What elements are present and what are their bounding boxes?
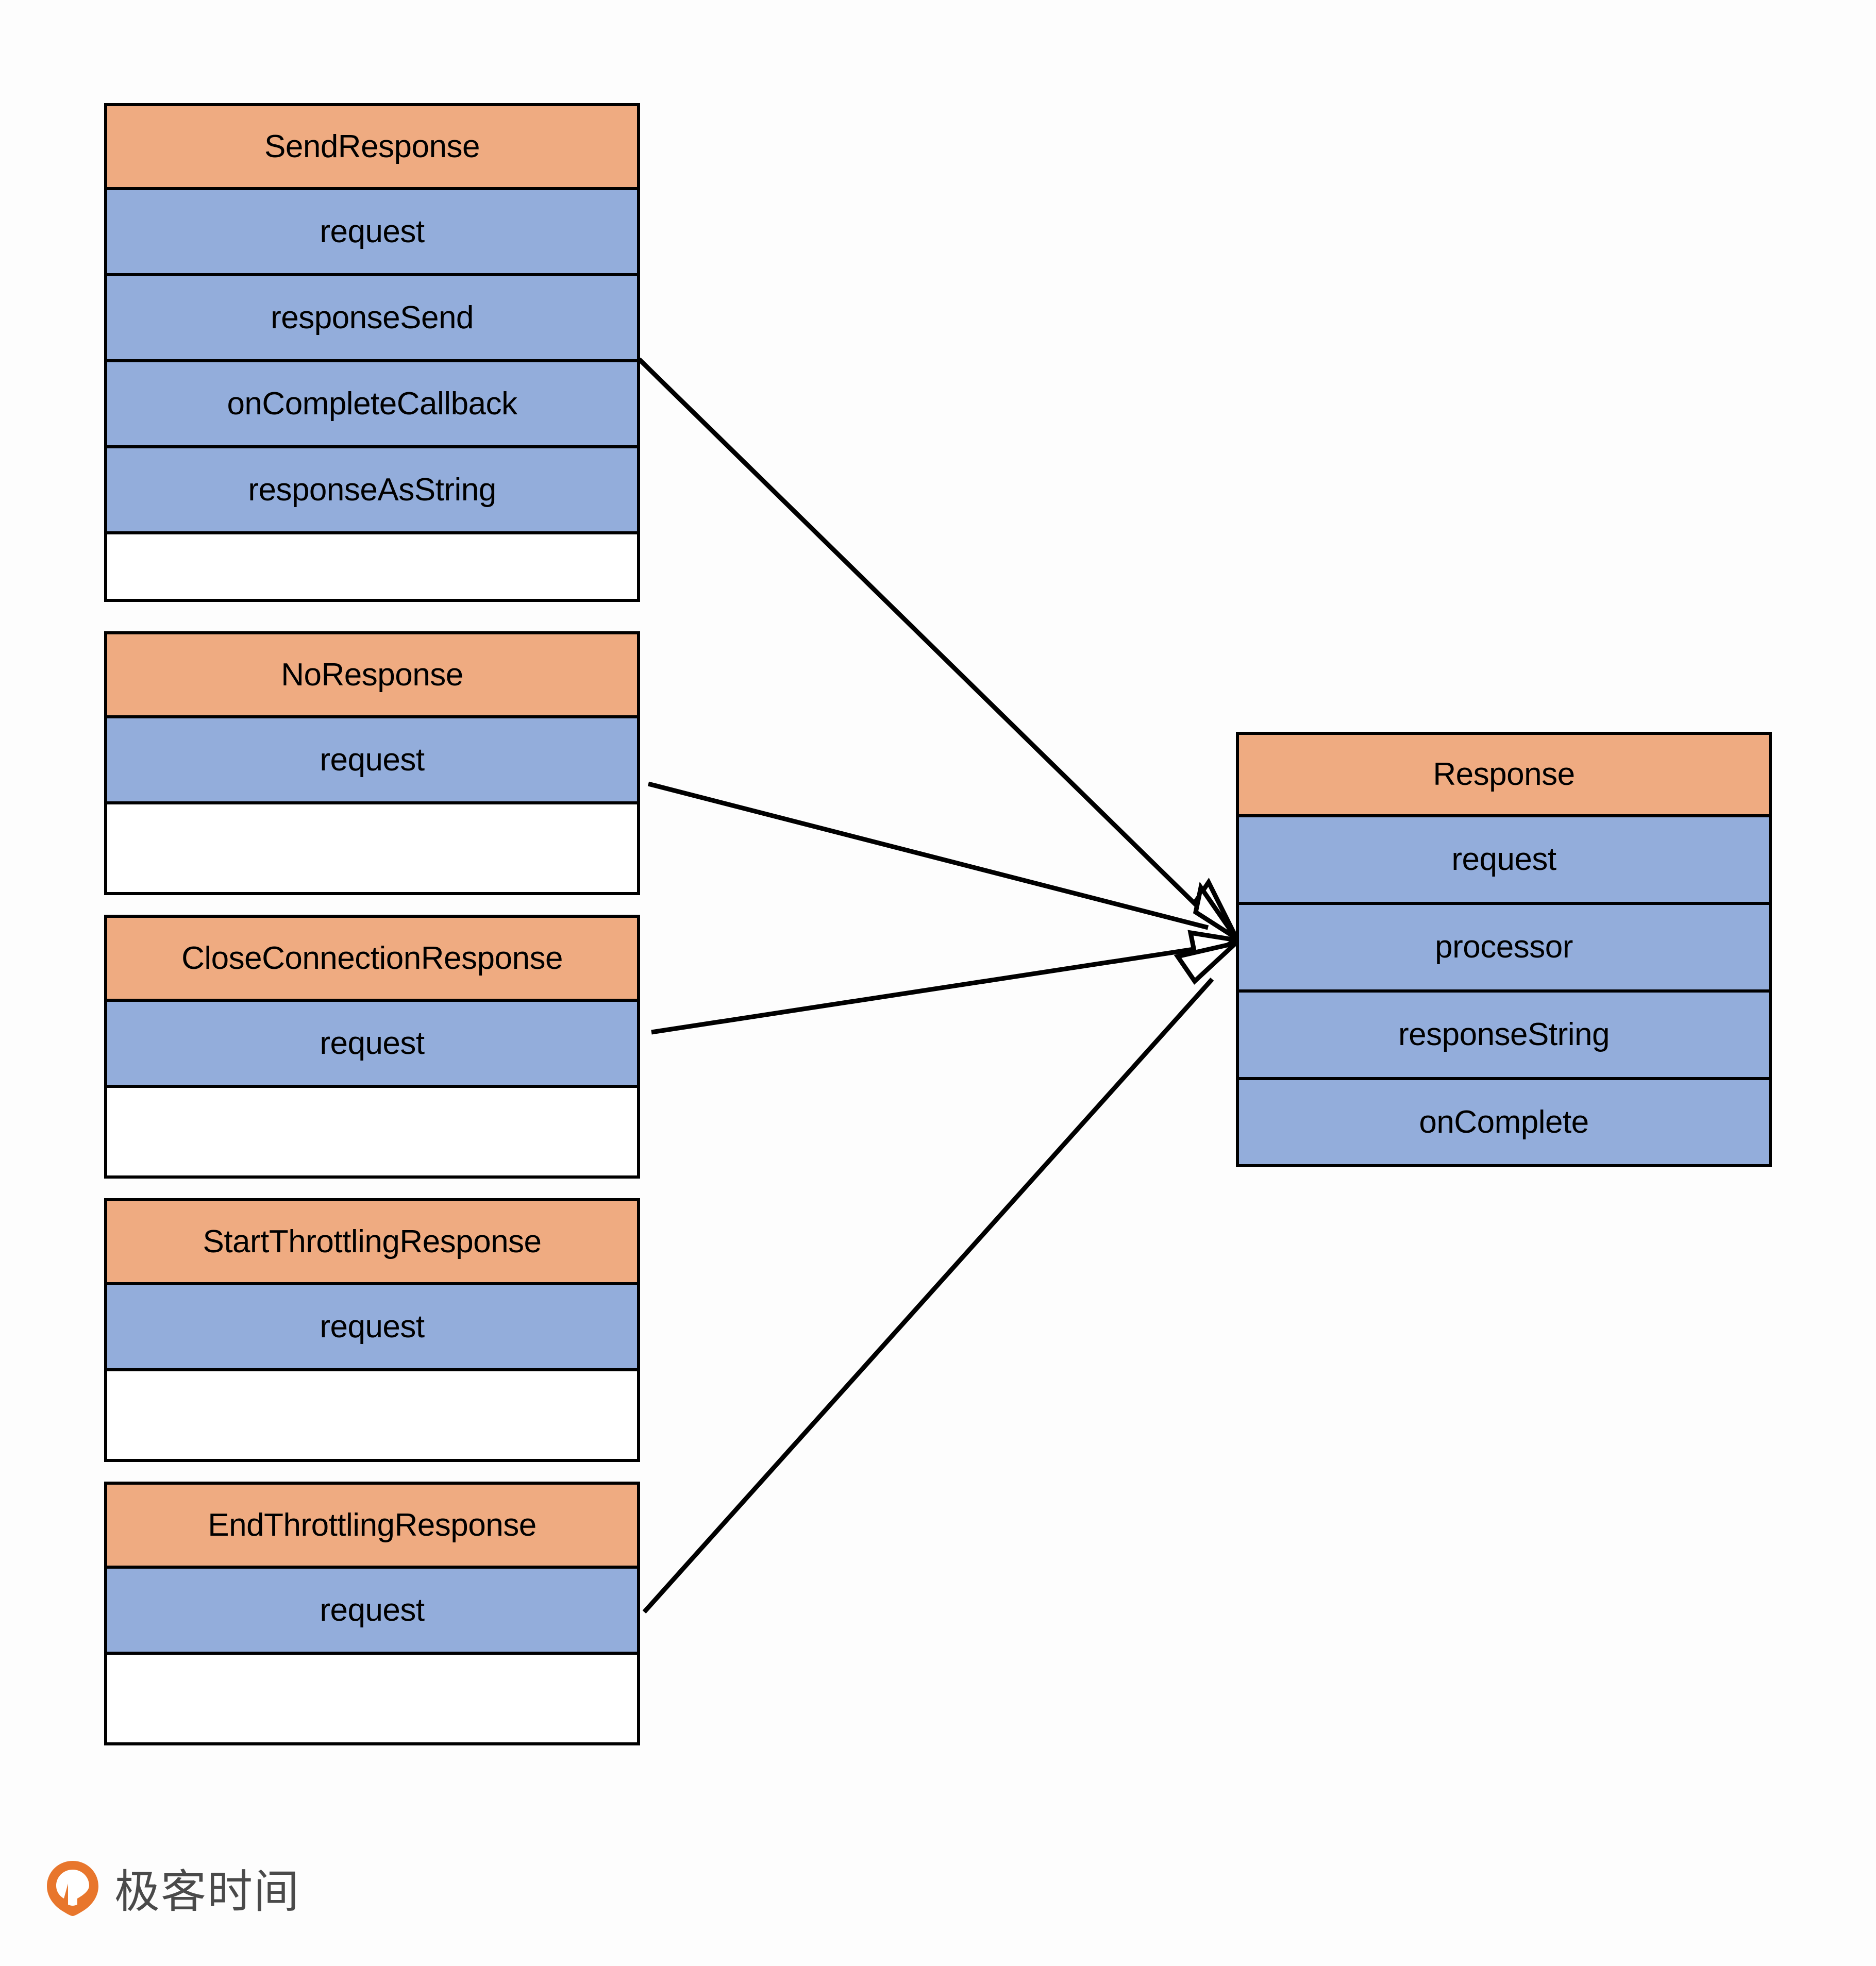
class-title: NoResponse <box>107 634 637 718</box>
class-attribute: responseAsString <box>107 448 637 534</box>
edge-endthrottlingresponse-to-response <box>642 938 1244 1614</box>
class-attribute: responseString <box>1239 993 1769 1080</box>
geektime-mark-icon <box>47 1860 98 1916</box>
brand-logo: 极客时间 <box>45 1855 300 1921</box>
class-attribute: onCompleteCallback <box>107 362 637 448</box>
class-attribute: request <box>107 1002 637 1088</box>
class-methods-compartment <box>107 1088 637 1175</box>
edge-closeconnectionresponse-to-response <box>651 930 1243 1035</box>
class-title: CloseConnectionResponse <box>107 918 637 1002</box>
uml-class-noresponse[interactable]: NoResponse request <box>104 631 640 895</box>
class-title: EndThrottlingResponse <box>107 1485 637 1569</box>
edge-noresponse-to-response <box>647 781 1238 940</box>
class-attribute: request <box>1239 817 1769 905</box>
class-title: SendResponse <box>107 106 637 190</box>
class-methods-compartment <box>107 1655 637 1742</box>
class-attribute: processor <box>1239 905 1769 993</box>
class-methods-compartment <box>107 534 637 599</box>
brand-wordmark: 极客时间 <box>114 1865 300 1918</box>
edge-sendresponse-to-response <box>637 357 1238 939</box>
class-attribute: request <box>107 1285 637 1371</box>
uml-class-endthrottlingresponse[interactable]: EndThrottlingResponse request <box>104 1482 640 1745</box>
class-attribute: request <box>107 718 637 804</box>
uml-class-response[interactable]: Response request processor responseStrin… <box>1236 732 1772 1167</box>
class-attribute: onComplete <box>1239 1080 1769 1164</box>
class-title: Response <box>1239 735 1769 817</box>
uml-class-startthrottlingresponse[interactable]: StartThrottlingResponse request <box>104 1198 640 1462</box>
uml-class-closeconnectionresponse[interactable]: CloseConnectionResponse request <box>104 915 640 1179</box>
class-title: StartThrottlingResponse <box>107 1201 637 1285</box>
class-attribute: request <box>107 1569 637 1655</box>
class-methods-compartment <box>107 1371 637 1459</box>
class-attribute: request <box>107 190 637 276</box>
class-attribute: responseSend <box>107 276 637 362</box>
class-methods-compartment <box>107 804 637 892</box>
uml-class-sendresponse[interactable]: SendResponse request responseSend onComp… <box>104 103 640 602</box>
